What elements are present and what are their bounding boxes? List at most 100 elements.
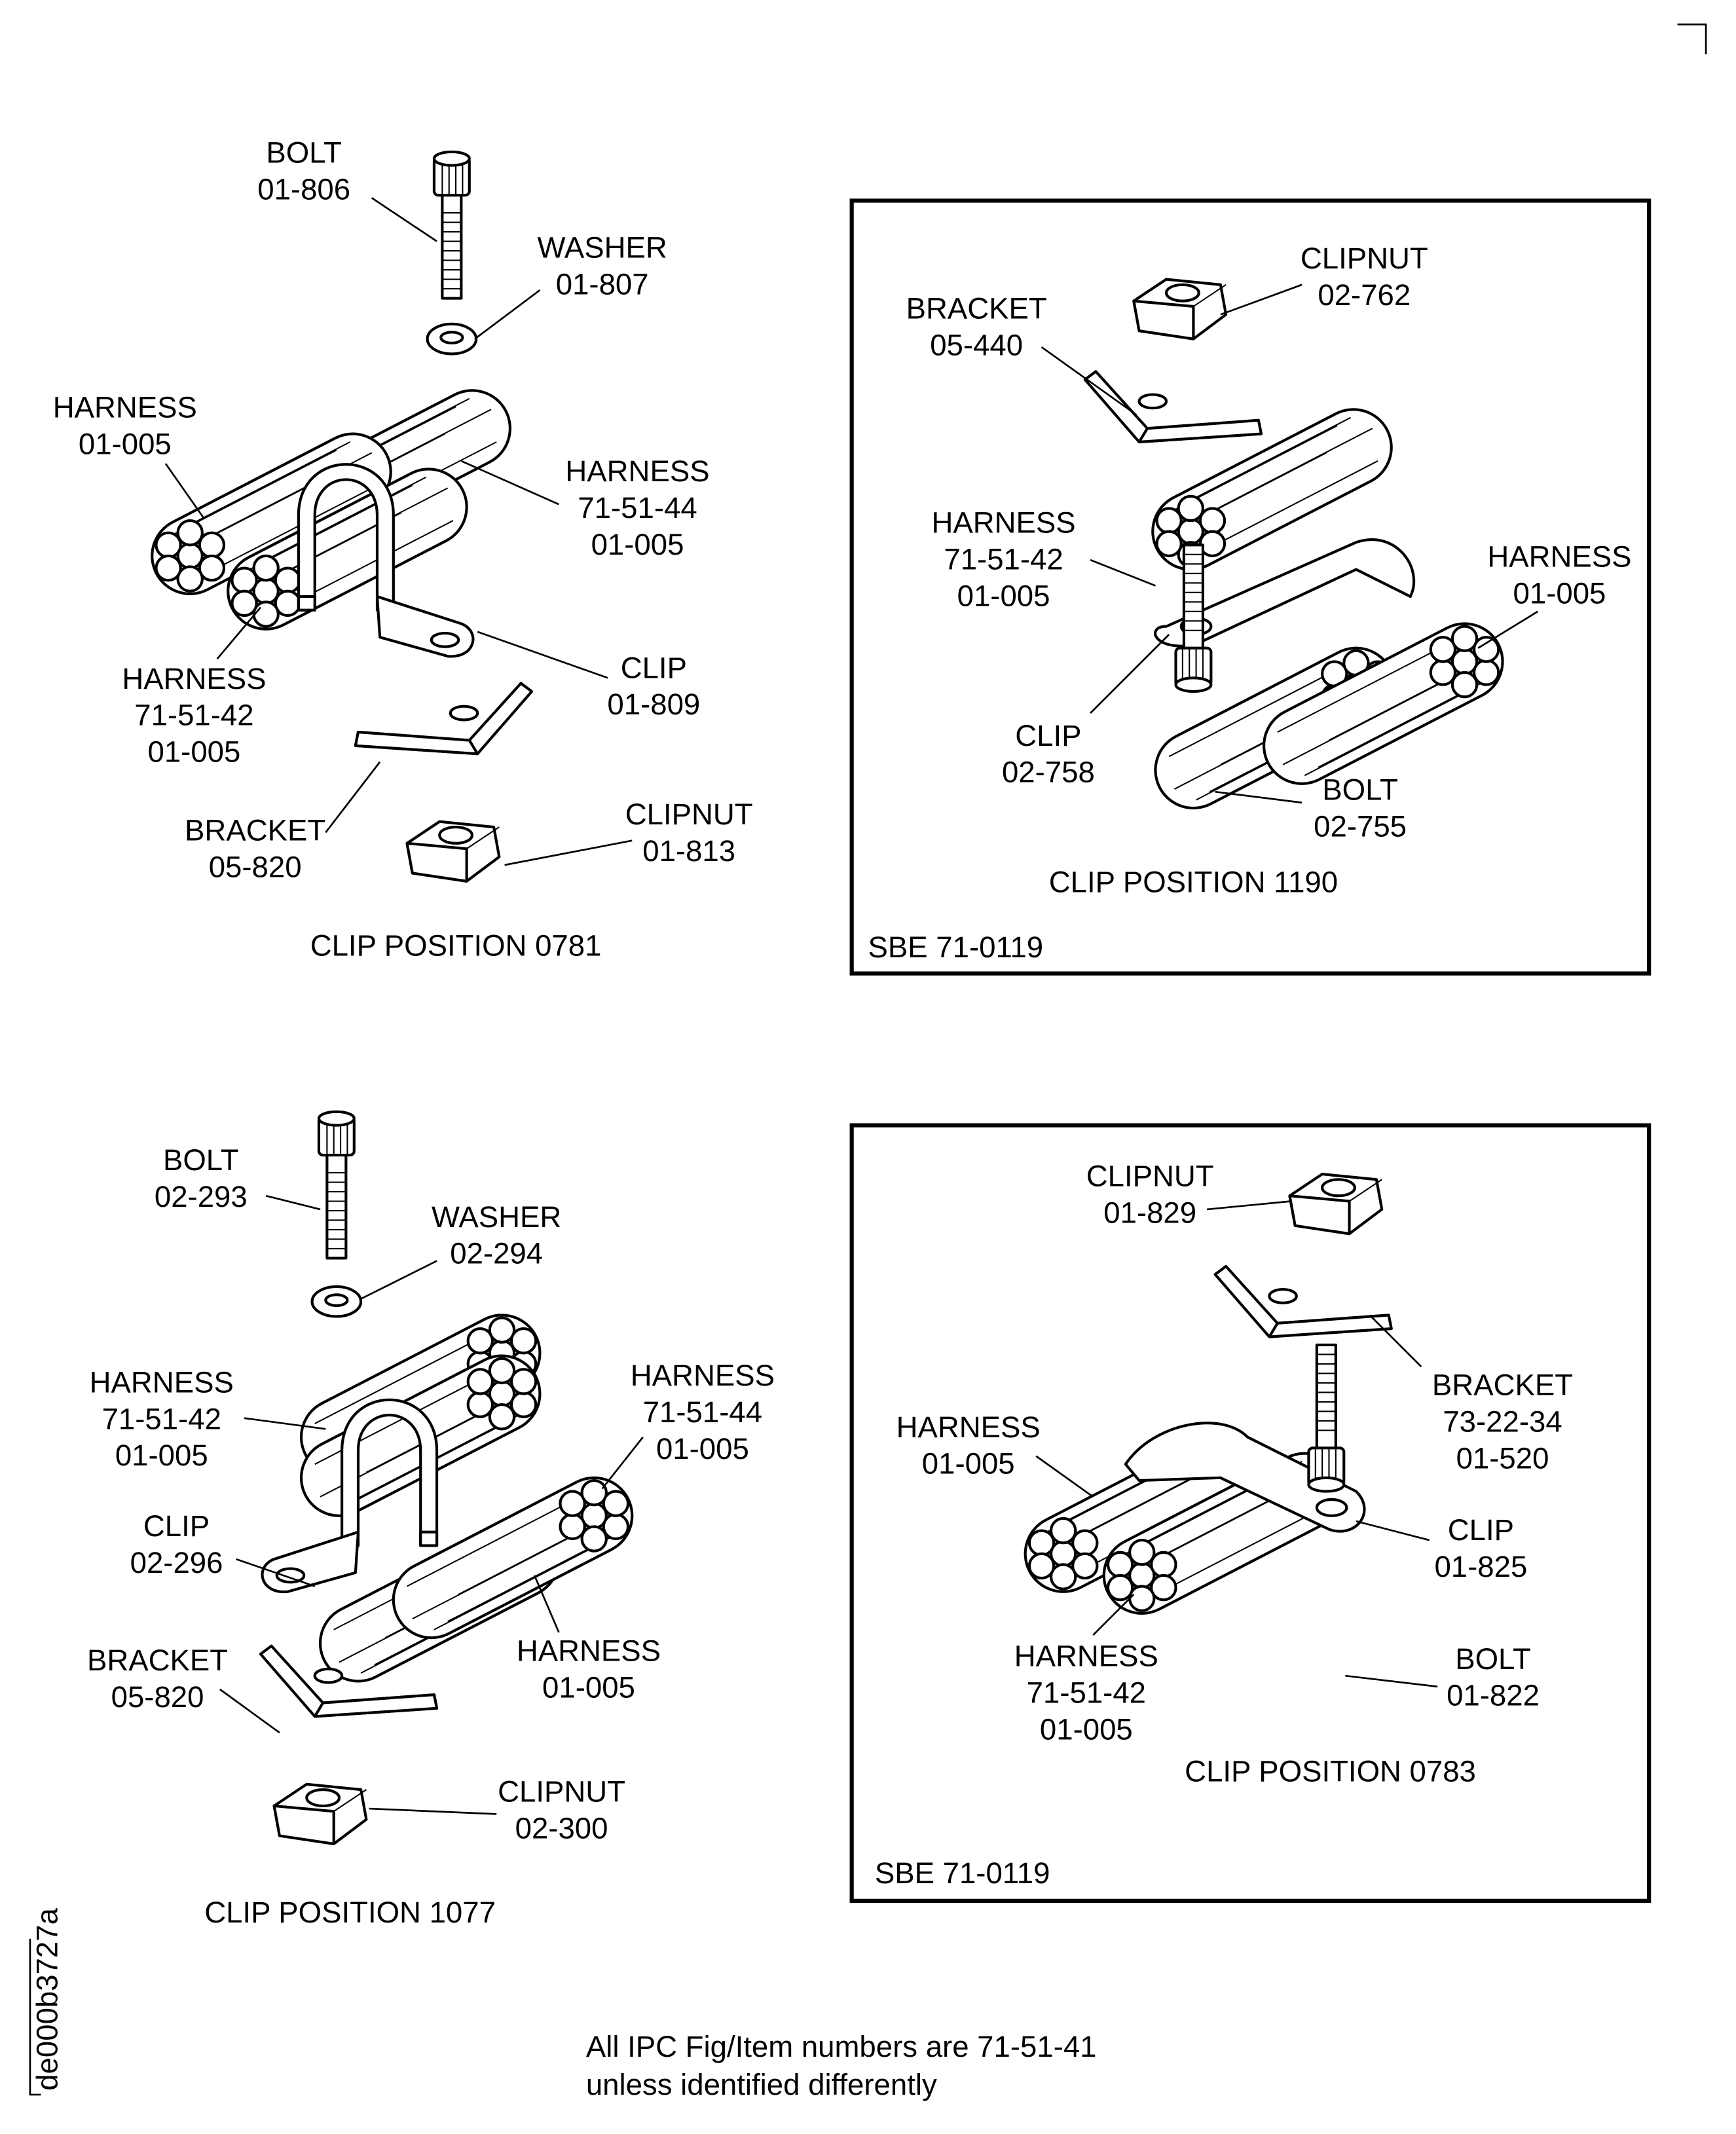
svg-text:BOLT: BOLT bbox=[1455, 1642, 1531, 1676]
svg-text:BRACKET: BRACKET bbox=[87, 1644, 228, 1677]
svg-text:73-22-34: 73-22-34 bbox=[1443, 1405, 1562, 1438]
corner-crop-mark bbox=[1677, 23, 1707, 54]
svg-text:CLIP: CLIP bbox=[143, 1509, 210, 1543]
svg-text:HARNESS: HARNESS bbox=[90, 1365, 234, 1399]
svg-text:BRACKET: BRACKET bbox=[906, 292, 1047, 325]
footnote: All IPC Fig/Item numbers are 71-51-41 un… bbox=[586, 2030, 1097, 2101]
svg-text:01-822: 01-822 bbox=[1447, 1679, 1540, 1712]
clipnut-part bbox=[407, 822, 500, 881]
bolt-part bbox=[1308, 1345, 1344, 1492]
svg-text:01-807: 01-807 bbox=[556, 267, 649, 301]
svg-text:HARNESS: HARNESS bbox=[631, 1359, 775, 1392]
washer-part bbox=[428, 324, 477, 354]
svg-text:CLIP: CLIP bbox=[1448, 1513, 1514, 1547]
svg-text:05-440: 05-440 bbox=[930, 328, 1023, 361]
svg-text:CLIP: CLIP bbox=[621, 651, 687, 684]
svg-text:BOLT: BOLT bbox=[163, 1143, 239, 1177]
svg-text:CLIP: CLIP bbox=[1015, 719, 1081, 752]
svg-text:01-829: 01-829 bbox=[1103, 1196, 1196, 1230]
svg-text:de000b3727a: de000b3727a bbox=[30, 1907, 64, 2090]
svg-text:71-51-42: 71-51-42 bbox=[1027, 1676, 1146, 1710]
svg-text:02-293: 02-293 bbox=[155, 1180, 248, 1213]
svg-text:05-820: 05-820 bbox=[111, 1680, 204, 1714]
label-bracket: BRACKET 05-820 bbox=[185, 814, 325, 884]
svg-text:HARNESS: HARNESS bbox=[1014, 1640, 1158, 1673]
clipnut-part bbox=[1289, 1174, 1382, 1234]
drawing-id: de000b3727a bbox=[29, 1907, 64, 2096]
clip-part bbox=[1154, 538, 1415, 648]
svg-text:All IPC Fig/Item numbers are 7: All IPC Fig/Item numbers are 71-51-41 bbox=[586, 2030, 1097, 2063]
svg-text:BRACKET: BRACKET bbox=[1432, 1369, 1573, 1402]
svg-text:01-825: 01-825 bbox=[1434, 1550, 1527, 1583]
svg-text:CLIPNUT: CLIPNUT bbox=[1301, 242, 1428, 275]
svg-text:01-005: 01-005 bbox=[1513, 576, 1606, 610]
washer-part bbox=[312, 1287, 361, 1317]
label-harness-a: HARNESS 01-005 bbox=[53, 391, 197, 461]
svg-text:01-813: 01-813 bbox=[642, 834, 735, 868]
svg-text:BOLT: BOLT bbox=[266, 136, 342, 169]
svg-text:HARNESS: HARNESS bbox=[53, 391, 197, 424]
svg-text:WASHER: WASHER bbox=[538, 230, 667, 264]
svg-text:02-296: 02-296 bbox=[130, 1546, 223, 1579]
label-clip: CLIP 02-758 bbox=[1002, 719, 1095, 789]
svg-text:02-758: 02-758 bbox=[1002, 756, 1095, 789]
svg-text:02-762: 02-762 bbox=[1318, 278, 1411, 312]
svg-text:01-005: 01-005 bbox=[591, 528, 684, 561]
caption-1190: CLIP POSITION 1190 bbox=[1049, 865, 1338, 898]
harness-bundle bbox=[1278, 627, 1498, 776]
svg-text:02-755: 02-755 bbox=[1314, 810, 1407, 843]
svg-text:01-005: 01-005 bbox=[957, 579, 1050, 613]
svg-text:05-820: 05-820 bbox=[209, 851, 302, 884]
svg-text:HARNESS: HARNESS bbox=[931, 506, 1075, 540]
svg-text:71-51-42: 71-51-42 bbox=[134, 699, 253, 732]
svg-text:unless identified differently: unless identified differently bbox=[586, 2068, 937, 2101]
clip-part bbox=[1124, 1422, 1366, 1533]
svg-text:01-806: 01-806 bbox=[257, 172, 350, 206]
caption-1077: CLIP POSITION 1077 bbox=[204, 1896, 496, 1929]
bolt-part bbox=[434, 152, 470, 299]
sbe-reference: SBE 71-0119 bbox=[868, 930, 1044, 964]
svg-text:01-005: 01-005 bbox=[79, 428, 172, 461]
clipnut-part bbox=[1134, 280, 1226, 339]
svg-text:HARNESS: HARNESS bbox=[517, 1634, 661, 1667]
svg-text:HARNESS: HARNESS bbox=[1487, 540, 1631, 573]
bolt-part bbox=[319, 1112, 354, 1259]
svg-text:HARNESS: HARNESS bbox=[565, 454, 709, 488]
clipnut-part bbox=[274, 1784, 367, 1844]
svg-text:HARNESS: HARNESS bbox=[896, 1410, 1041, 1444]
caption-0783: CLIP POSITION 0783 bbox=[1185, 1755, 1476, 1788]
svg-text:01-005: 01-005 bbox=[656, 1432, 749, 1465]
svg-text:71-51-42: 71-51-42 bbox=[102, 1402, 221, 1435]
svg-text:71-51-44: 71-51-44 bbox=[578, 491, 697, 524]
svg-text:CLIPNUT: CLIPNUT bbox=[498, 1775, 625, 1809]
svg-text:71-51-44: 71-51-44 bbox=[643, 1395, 762, 1429]
bracket-part bbox=[356, 684, 532, 754]
svg-text:HARNESS: HARNESS bbox=[122, 662, 266, 695]
panel-frame bbox=[849, 198, 1652, 976]
svg-text:CLIPNUT: CLIPNUT bbox=[1086, 1160, 1214, 1193]
svg-text:BRACKET: BRACKET bbox=[185, 814, 325, 847]
